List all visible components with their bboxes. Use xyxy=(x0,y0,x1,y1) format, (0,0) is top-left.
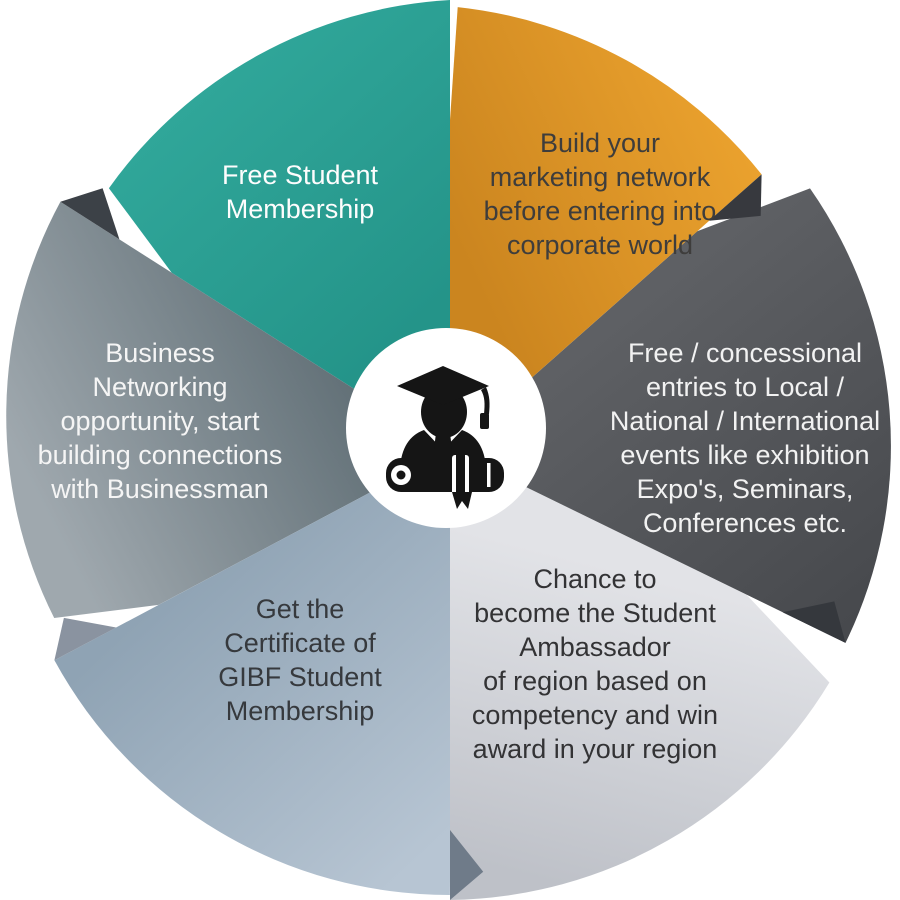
graduation-cap-icon xyxy=(397,366,489,405)
segment-wedge-student-ambassador-chance xyxy=(450,450,830,900)
tassel-knob xyxy=(480,413,489,429)
segment-fold-shadows xyxy=(54,174,846,900)
segment-wedge-build-marketing-network xyxy=(450,7,762,450)
tip-fold-gibf-certificate xyxy=(54,617,117,661)
segment-wedge-free-concessional-entries xyxy=(450,188,891,643)
cap-tassel xyxy=(481,387,490,414)
segment-wedge-business-networking xyxy=(6,201,450,619)
segment-wedge-gibf-certificate xyxy=(54,450,451,896)
scroll-ribbon-tail xyxy=(452,492,472,509)
diagram-center xyxy=(346,328,546,528)
tip-fold-free-concessional-entries xyxy=(782,601,846,643)
tip-fold-business-networking xyxy=(60,188,120,240)
scroll-curl-center xyxy=(396,470,406,480)
tip-fold-student-ambassador-chance xyxy=(450,830,484,900)
segment-blades xyxy=(6,0,891,900)
graduate-tie xyxy=(434,433,452,461)
tip-fold-build-marketing-network xyxy=(709,174,762,221)
diploma-scroll-icon xyxy=(386,458,504,492)
graduate-student-icon xyxy=(386,366,504,509)
scroll-ribbon xyxy=(456,455,465,495)
scroll-edge-line xyxy=(487,463,491,487)
segment-wedge-free-student-membership xyxy=(108,0,451,450)
